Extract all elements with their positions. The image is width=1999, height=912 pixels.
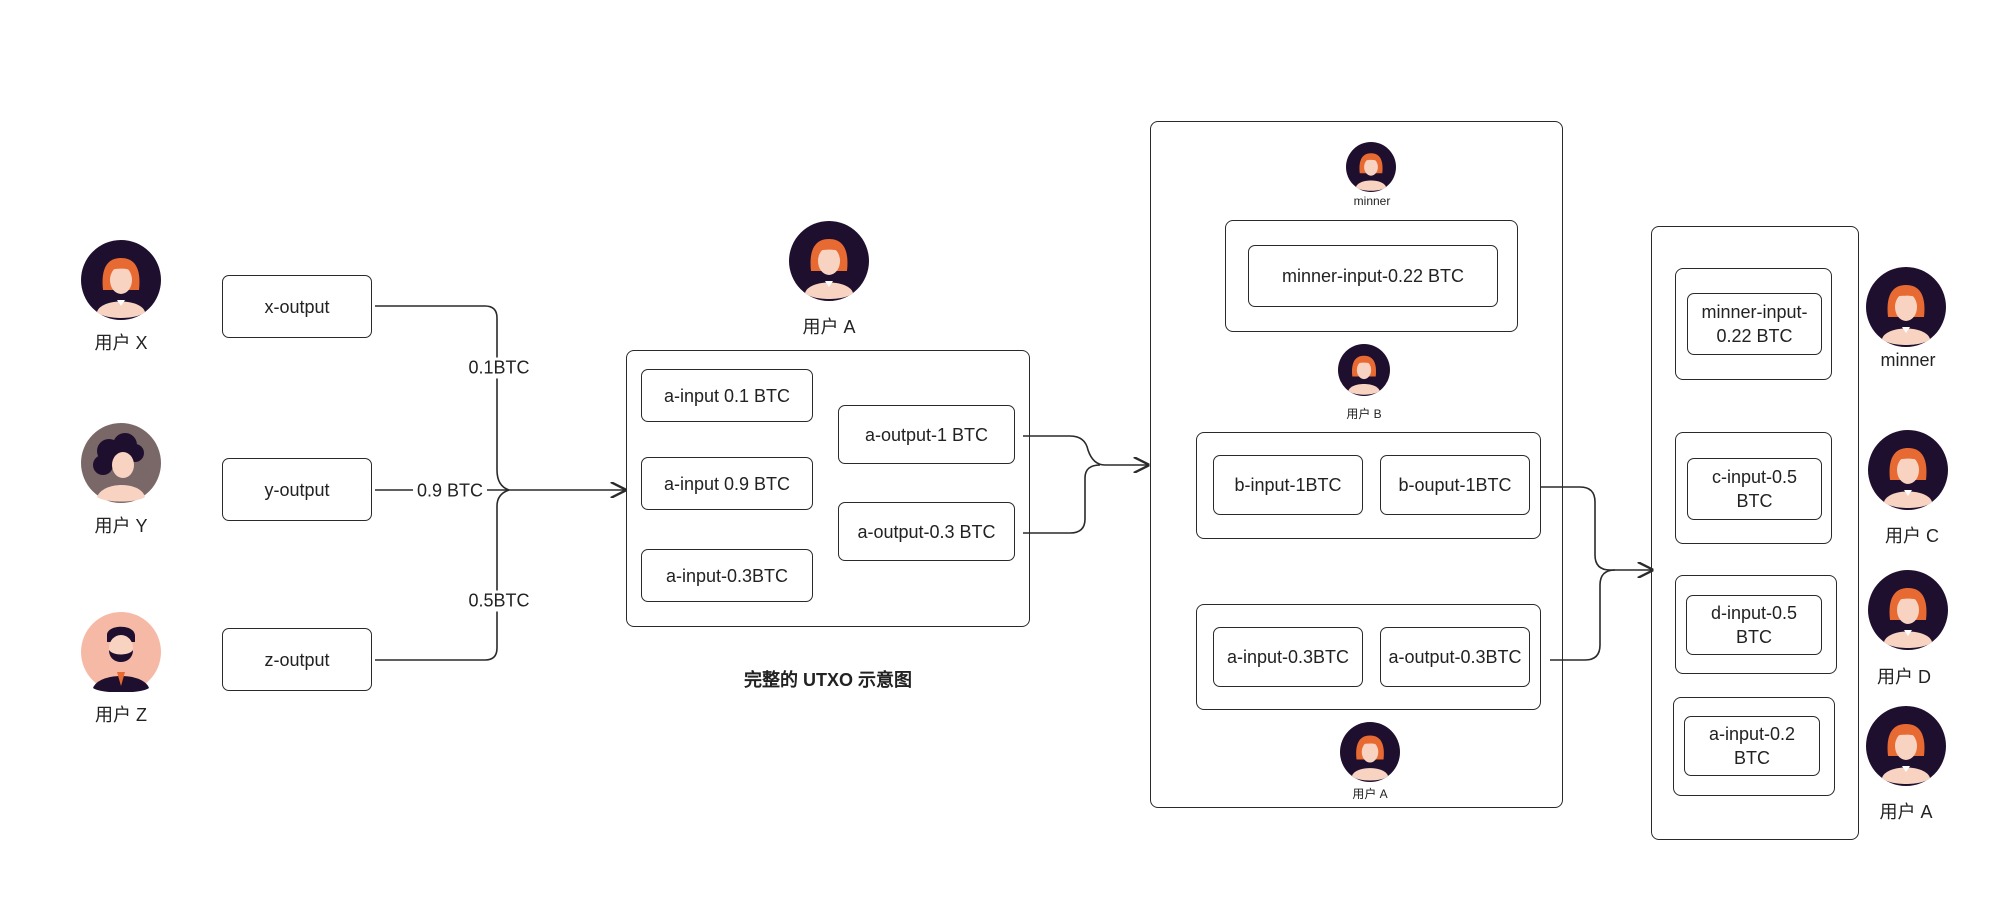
- right-c-input: c-input-0.5 BTC: [1687, 458, 1822, 520]
- curly-woman-avatar-icon: [81, 423, 161, 503]
- right-user-d-label: 用户 D: [1877, 667, 1931, 687]
- a-output-1-connector: [1023, 435, 1148, 465]
- woman-avatar-icon: [1346, 142, 1396, 192]
- right-user-a-label: 用户 A: [1879, 802, 1933, 822]
- edge-label-z: 0.5BTC: [464, 590, 534, 612]
- z-output-connector: [375, 489, 510, 661]
- edge-label-y: 0.9 BTC: [412, 480, 488, 502]
- tx-a-block-group: [1196, 604, 1541, 710]
- block-a-output: a-output-0.3BTC: [1380, 627, 1530, 687]
- woman-avatar-icon: [1868, 430, 1948, 510]
- z-output-box: z-output: [222, 628, 372, 691]
- right-user-c-label: 用户 C: [1885, 526, 1939, 546]
- x-output-connector: [375, 305, 510, 491]
- woman-avatar-icon: [1866, 706, 1946, 786]
- b-output-connector: [1540, 486, 1652, 570]
- tx-b-group: [1196, 432, 1541, 539]
- block-b-output: b-ouput-1BTC: [1380, 455, 1530, 515]
- minner-input-group: [1225, 220, 1518, 332]
- user-x-label: 用户 X: [94, 333, 148, 353]
- right-c-group: [1675, 432, 1832, 544]
- woman-avatar-icon: [1340, 722, 1400, 782]
- tx-a-output-1: a-output-1 BTC: [838, 405, 1015, 464]
- right-minner-input: minner-input-0.22 BTC: [1687, 293, 1822, 355]
- block-b-input: b-input-1BTC: [1213, 455, 1363, 515]
- right-d-input: d-input-0.5 BTC: [1686, 595, 1822, 655]
- block-minner-label: minner: [1353, 194, 1391, 208]
- block-minner-input: minner-input-0.22 BTC: [1248, 245, 1498, 307]
- woman-avatar-icon: [1338, 344, 1390, 396]
- tx-a-input-2: a-input 0.9 BTC: [641, 457, 813, 510]
- right-d-group: [1675, 575, 1837, 674]
- transaction-a-panel: [626, 350, 1030, 627]
- edge-label-x: 0.1BTC: [464, 357, 534, 379]
- diagram-caption: 完整的 UTXO 示意图: [743, 670, 913, 690]
- user-z-label: 用户 Z: [95, 705, 147, 725]
- right-minner-group: [1675, 268, 1832, 380]
- right-a-input: a-input-0.2 BTC: [1684, 716, 1820, 776]
- tx-a-input-3: a-input-0.3BTC: [641, 549, 813, 602]
- user-a-label: 用户 A: [802, 317, 856, 337]
- y-output-box: y-output: [222, 458, 372, 521]
- right-a-group: [1673, 697, 1835, 796]
- a-output-block-connector: [1550, 569, 1616, 661]
- woman-avatar-icon: [789, 221, 869, 301]
- a-output-03-connector: [1023, 464, 1101, 534]
- tx-a-input-1: a-input 0.1 BTC: [641, 369, 813, 422]
- user-y-label: 用户 Y: [94, 516, 148, 536]
- tx-a-output-2: a-output-0.3 BTC: [838, 502, 1015, 561]
- block-panel: [1150, 121, 1563, 808]
- block-a-input: a-input-0.3BTC: [1213, 627, 1363, 687]
- block-user-a-label: 用户 A: [1352, 787, 1388, 801]
- utxo-set-panel: [1651, 226, 1859, 840]
- woman-avatar-icon: [1868, 570, 1948, 650]
- right-minner-label: minner: [1880, 350, 1936, 370]
- bearded-man-avatar-icon: [81, 612, 161, 692]
- woman-avatar-icon: [81, 240, 161, 320]
- x-output-box: x-output: [222, 275, 372, 338]
- block-user-b-label: 用户 B: [1346, 407, 1382, 421]
- woman-avatar-icon: [1866, 267, 1946, 347]
